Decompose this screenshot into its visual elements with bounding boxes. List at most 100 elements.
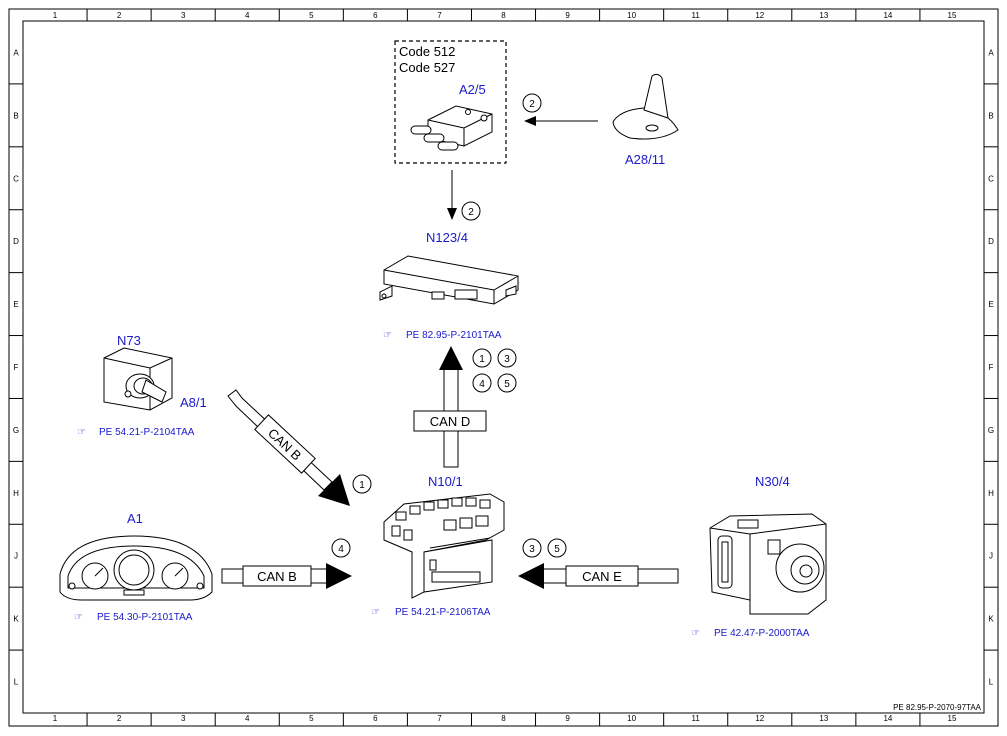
grid-row-label: G xyxy=(13,426,19,435)
grid-column-label: 10 xyxy=(627,714,636,723)
grid-row-label: G xyxy=(988,426,994,435)
ref-n73: PE 54.21-P-2104TAA xyxy=(99,427,195,438)
n10-1-module-drawing xyxy=(383,493,505,599)
marker-n123-4-text: 4 xyxy=(479,379,485,390)
grid-column-label: 13 xyxy=(819,714,828,723)
option-code-527: Code 527 xyxy=(399,60,455,75)
grid-row-label: H xyxy=(13,489,19,498)
grid-column-label: 14 xyxy=(883,714,892,723)
marker-n123-5 xyxy=(497,373,517,393)
grid-column-label: 6 xyxy=(373,11,378,20)
marker-can-b-diag-text: 1 xyxy=(359,480,365,491)
marker-can-e-5-text: 5 xyxy=(554,544,560,555)
can-e-arrowhead xyxy=(518,563,544,589)
can-b-arrowhead xyxy=(326,563,352,589)
marker-can-b-text: 4 xyxy=(338,544,344,555)
grid-column-label: 4 xyxy=(245,11,250,20)
marker-a2-in-text: 2 xyxy=(529,99,535,110)
ref-hand-icon-n30: ☞ xyxy=(691,628,700,639)
grid-column-label: 8 xyxy=(501,714,506,723)
grid-row-label: E xyxy=(13,300,18,309)
grid-column-label: 8 xyxy=(501,11,506,20)
grid-row-label: H xyxy=(988,489,994,498)
can-d-label: CAN D xyxy=(430,414,470,429)
ref-hand-icon-n123: ☞ xyxy=(383,330,392,341)
grid-row-label: F xyxy=(14,363,19,372)
ref-n123-4: PE 82.95-P-2101TAA xyxy=(406,330,502,341)
option-box xyxy=(394,40,507,164)
grid-column-label: 9 xyxy=(565,11,570,20)
grid-row-label: B xyxy=(13,111,18,120)
grid-column-label: 5 xyxy=(309,714,314,723)
grid-column-label: 2 xyxy=(117,714,122,723)
marker-n123-in xyxy=(461,201,481,221)
grid-column-label: 9 xyxy=(565,714,570,723)
grid-column-label: 10 xyxy=(627,11,636,20)
footer-reference: PE 82.95-P-2070-97TAA xyxy=(893,703,982,712)
grid-column-label: 15 xyxy=(948,714,957,723)
inner-frame xyxy=(22,20,985,714)
marker-n123-3 xyxy=(497,348,517,368)
grid-row-label: K xyxy=(13,615,19,624)
can-b-label: CAN B xyxy=(257,569,297,584)
grid-labels: 1122334455667788991010111112121313141415… xyxy=(13,11,994,723)
can-d-label-box xyxy=(413,410,487,432)
label-n73: N73 xyxy=(117,333,141,348)
grid-row-label: D xyxy=(13,237,19,246)
can-e-label: CAN E xyxy=(582,569,622,584)
grid-column-label: 7 xyxy=(437,714,442,723)
can-b-diagonal-label-group: CAN B xyxy=(254,414,316,474)
grid-column-label: 4 xyxy=(245,714,250,723)
grid-row-label: L xyxy=(989,678,994,687)
marker-can-b-diag xyxy=(352,474,372,494)
label-a28-11: A28/11 xyxy=(625,152,665,167)
grid-column-label: 13 xyxy=(819,11,828,20)
can-d-arrowhead xyxy=(439,346,463,370)
marker-n123-4 xyxy=(472,373,492,393)
grid-row-label: D xyxy=(988,237,994,246)
marker-n123-in-text: 2 xyxy=(468,207,474,218)
arrowhead-a28-to-a2 xyxy=(524,116,536,126)
label-n10-1: N10/1 xyxy=(428,474,463,489)
grid-column-label: 5 xyxy=(309,11,314,20)
grid-column-label: 12 xyxy=(755,11,764,20)
ref-n10-1: PE 54.21-P-2106TAA xyxy=(395,607,491,618)
marker-a2-in xyxy=(522,93,542,113)
grid-column-label: 11 xyxy=(692,714,701,723)
marker-can-e-3-text: 3 xyxy=(529,544,535,555)
n30-4-module-drawing xyxy=(709,513,827,615)
grid-column-label: 1 xyxy=(53,11,58,20)
n73-switch-drawing xyxy=(103,347,173,411)
option-code-512: Code 512 xyxy=(399,44,455,59)
grid-row-label: L xyxy=(14,678,19,687)
grid-column-label: 15 xyxy=(948,11,957,20)
marker-n123-1 xyxy=(472,348,492,368)
marker-n123-5-text: 5 xyxy=(504,379,510,390)
can-b-label-box xyxy=(242,565,312,587)
ref-hand-icon-n10: ☞ xyxy=(371,607,380,618)
arrowhead-a2-to-n123 xyxy=(447,208,457,220)
grid-column-label: 6 xyxy=(373,714,378,723)
label-n123-4: N123/4 xyxy=(426,230,468,245)
a2-5-module-drawing xyxy=(410,105,493,151)
outer-frame xyxy=(8,8,999,727)
ref-n30-4: PE 42.47-P-2000TAA xyxy=(714,628,810,639)
marker-can-b xyxy=(331,538,351,558)
ref-hand-icon-n73: ☞ xyxy=(77,427,86,438)
grid-column-label: 12 xyxy=(755,714,764,723)
can-b-diagonal-box xyxy=(254,414,316,474)
label-a2-5: A2/5 xyxy=(459,82,486,97)
grid-row-label: K xyxy=(988,615,994,624)
label-a1: A1 xyxy=(127,511,143,526)
label-a8-1: A8/1 xyxy=(180,395,207,410)
grid-row-label: C xyxy=(13,174,19,183)
grid-row-label: J xyxy=(989,552,993,561)
ref-a1: PE 54.30-P-2101TAA xyxy=(97,612,193,623)
grid-row-label: F xyxy=(989,363,994,372)
grid-column-label: 14 xyxy=(883,11,892,20)
marker-n123-1-text: 1 xyxy=(479,354,485,365)
a28-11-antenna-drawing xyxy=(612,73,679,140)
grid-column-label: 3 xyxy=(181,11,186,20)
grid-column-label: 2 xyxy=(117,11,122,20)
